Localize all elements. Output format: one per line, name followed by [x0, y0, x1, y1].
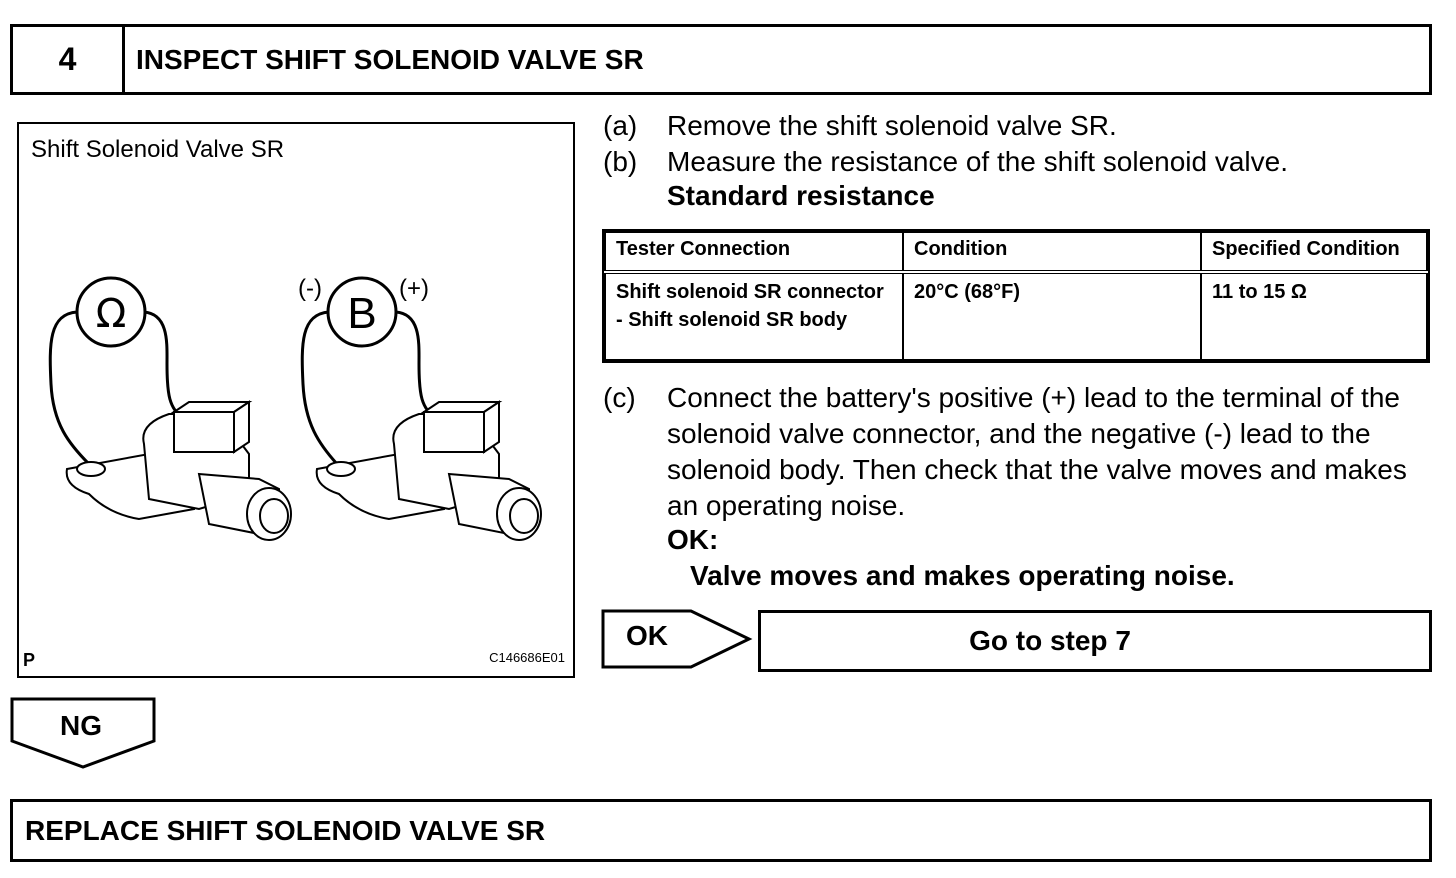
ok-arrow-icon[interactable] — [601, 609, 753, 669]
ohmmeter-positive-lead — [143, 310, 185, 421]
step-number: 4 — [13, 27, 125, 92]
spec-table: Tester Connection Condition Specified Co… — [602, 229, 1430, 363]
step-title: INSPECT SHIFT SOLENOID VALVE SR — [136, 43, 644, 75]
instruction-c-text: Connect the battery's positive (+) lead … — [667, 382, 1407, 521]
battery-negative-lead — [300, 310, 339, 466]
header-specified-condition: Specified Condition — [1200, 231, 1428, 273]
figure-id: C146686E01 — [489, 650, 565, 665]
instruction-a-letter: (a) — [603, 110, 638, 141]
cell-condition: 20°C (68°F) — [902, 271, 1202, 361]
solenoid-left — [65, 400, 292, 541]
ok-criteria-value: Valve moves and makes operating noise. — [690, 560, 1235, 591]
cell-tester-connection: Shift solenoid SR connector - Shift sole… — [604, 271, 904, 361]
go-to-step-text: Go to step 7 — [969, 625, 1131, 656]
ok-criteria-label: OK: — [667, 524, 719, 555]
instruction-a: (a) Remove the shift solenoid valve SR. — [603, 108, 1117, 144]
header-condition: Condition — [902, 231, 1202, 273]
ng-arrow-icon[interactable] — [10, 697, 158, 771]
solenoid-illustration: Ω B (-) (+) Shift Solenoid Valve SR P C1… — [17, 122, 575, 678]
table-header-row: Tester Connection Condition Specified Co… — [604, 231, 1428, 273]
instruction-a-text: Remove the shift solenoid valve SR. — [667, 110, 1117, 141]
replace-action-box[interactable]: REPLACE SHIFT SOLENOID VALVE SR — [10, 799, 1432, 862]
battery-symbol: B — [347, 289, 376, 338]
negative-label: (-) — [298, 275, 322, 302]
solenoid-drawing: Ω B (-) (+) — [48, 275, 542, 541]
positive-label: (+) — [399, 275, 429, 302]
battery-icon — [326, 276, 398, 348]
instruction-b: (b) Measure the resistance of the shift s… — [603, 144, 1288, 180]
standard-resistance-label: Standard resistance — [667, 180, 935, 211]
battery-positive-lead — [395, 310, 438, 421]
step-header: 4 INSPECT SHIFT SOLENOID VALVE SR — [10, 24, 1432, 95]
ok-branch-label: OK — [626, 620, 668, 651]
instruction-b-text: Measure the resistance of the shift sole… — [667, 146, 1289, 177]
instruction-b-letter: (b) — [603, 146, 638, 177]
instruction-c: (c) Connect the battery's positive (+) le… — [603, 380, 1433, 524]
cell-specified-condition: 11 to 15 Ω — [1200, 271, 1428, 361]
go-to-step-button[interactable]: Go to step 7 — [758, 610, 1432, 672]
ng-branch-label: NG — [60, 710, 102, 741]
ohmmeter-icon — [75, 276, 147, 348]
figure-corner-mark: P — [23, 650, 36, 670]
table-row: Shift solenoid SR connector - Shift sole… — [604, 271, 1428, 361]
header-tester-connection: Tester Connection — [604, 231, 904, 273]
solenoid-right — [315, 400, 542, 541]
figure-caption: Shift Solenoid Valve SR — [31, 136, 285, 163]
ohmmeter-negative-lead — [48, 310, 91, 466]
instruction-c-letter: (c) — [603, 382, 636, 413]
ohmmeter-symbol: Ω — [96, 291, 127, 337]
